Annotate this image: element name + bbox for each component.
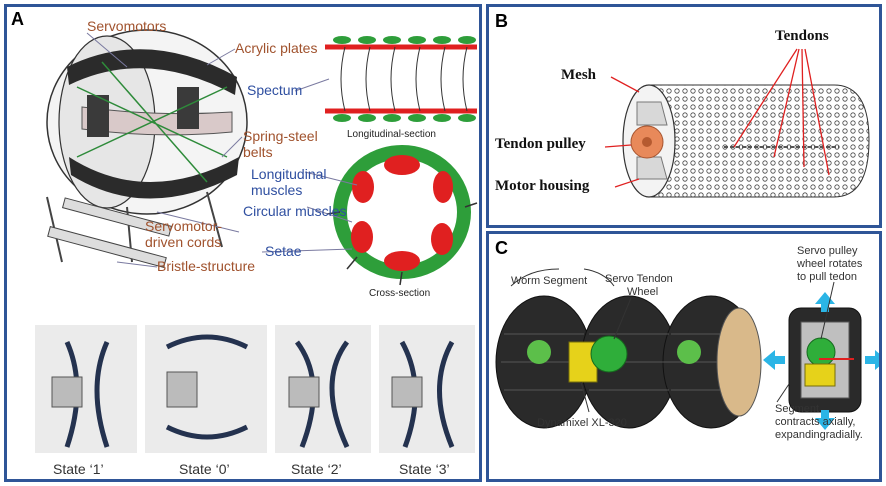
- label-longitudinal-muscles-line2: muscles: [251, 182, 303, 198]
- panel-label-a: A: [11, 9, 24, 29]
- label-longitudinal-muscles: Longitudinal: [251, 166, 327, 182]
- label-segment-line2: contracts axially,: [775, 416, 856, 428]
- label-spring-steel: Spring-steel: [243, 128, 318, 144]
- panel-label-c: C: [495, 238, 508, 258]
- panel-a-illustration: [35, 29, 478, 453]
- state-label-0: State ‘0’: [179, 461, 230, 477]
- state-label-3: State ‘3’: [399, 461, 450, 477]
- photo-strip: [35, 325, 475, 453]
- label-servomotor-driven-cords-line2: driven cords: [145, 234, 222, 250]
- single-segment-drawing: [788, 307, 862, 413]
- label-circular-muscles: Circular muscles: [243, 203, 347, 219]
- label-acrylic-plates: Acrylic plates: [235, 40, 318, 56]
- label-tendon-pulley: Tendon pulley: [495, 136, 586, 152]
- label-servo-pulley-line2: wheel rotates: [797, 258, 863, 270]
- label-belts: belts: [243, 144, 273, 160]
- panel-b-illustration: [604, 48, 870, 198]
- label-servo-tendon: Servo Tendon: [605, 273, 673, 285]
- label-tendons: Tendons: [775, 28, 829, 44]
- expansion-arrows: [763, 292, 879, 430]
- label-cross-section: Cross-section: [369, 288, 431, 299]
- label-spectum: Spectum: [247, 82, 303, 98]
- panel-c: C Worm Segment Servo Tendon Wheel Dynami…: [486, 231, 882, 482]
- mesh-tube-drawing: [622, 84, 870, 198]
- label-segment-line3: expandingradially.: [775, 429, 863, 441]
- panel-c-illustration: [495, 268, 879, 430]
- label-dynamixel: Dynamixel XL-320: [537, 417, 627, 429]
- label-motor-housing: Motor housing: [495, 178, 590, 194]
- label-servomotor-driven-cords: Servomotor-: [145, 218, 223, 234]
- panel-a: A Servomotors Acrylic plates Spectum Lon…: [4, 4, 482, 482]
- label-bristle-structure: Bristle-structure: [157, 258, 256, 274]
- label-setae: Setae: [265, 243, 302, 259]
- label-servo-pulley-line3: to pull tedon: [797, 271, 857, 283]
- label-worm-segment: Worm Segment: [511, 275, 588, 287]
- leader-lines: [86, 32, 358, 268]
- label-segment: Segment: [775, 403, 820, 415]
- cross-section-diagram: [326, 145, 478, 286]
- panel-label-b: B: [495, 11, 508, 31]
- worm-robot-drawing: [46, 29, 248, 268]
- label-servomotors: Servomotors: [87, 18, 167, 34]
- label-mesh: Mesh: [561, 67, 596, 83]
- state-label-2: State ‘2’: [291, 461, 342, 477]
- label-servo-pulley: Servo pulley: [797, 245, 858, 257]
- panel-b-leader-lines: [604, 48, 830, 188]
- worm-segments-drawing: [495, 268, 762, 429]
- state-label-1: State ‘1’: [53, 461, 104, 477]
- panel-c-leader-lines: [580, 281, 835, 413]
- label-servo-tendon-line2: Wheel: [627, 286, 659, 298]
- label-longitudinal-section: Longitudinal-section: [347, 129, 436, 140]
- longitudinal-section-diagram: [325, 36, 477, 122]
- panel-b: B Tendons Mesh Tendon pulley Motor housi…: [486, 4, 882, 228]
